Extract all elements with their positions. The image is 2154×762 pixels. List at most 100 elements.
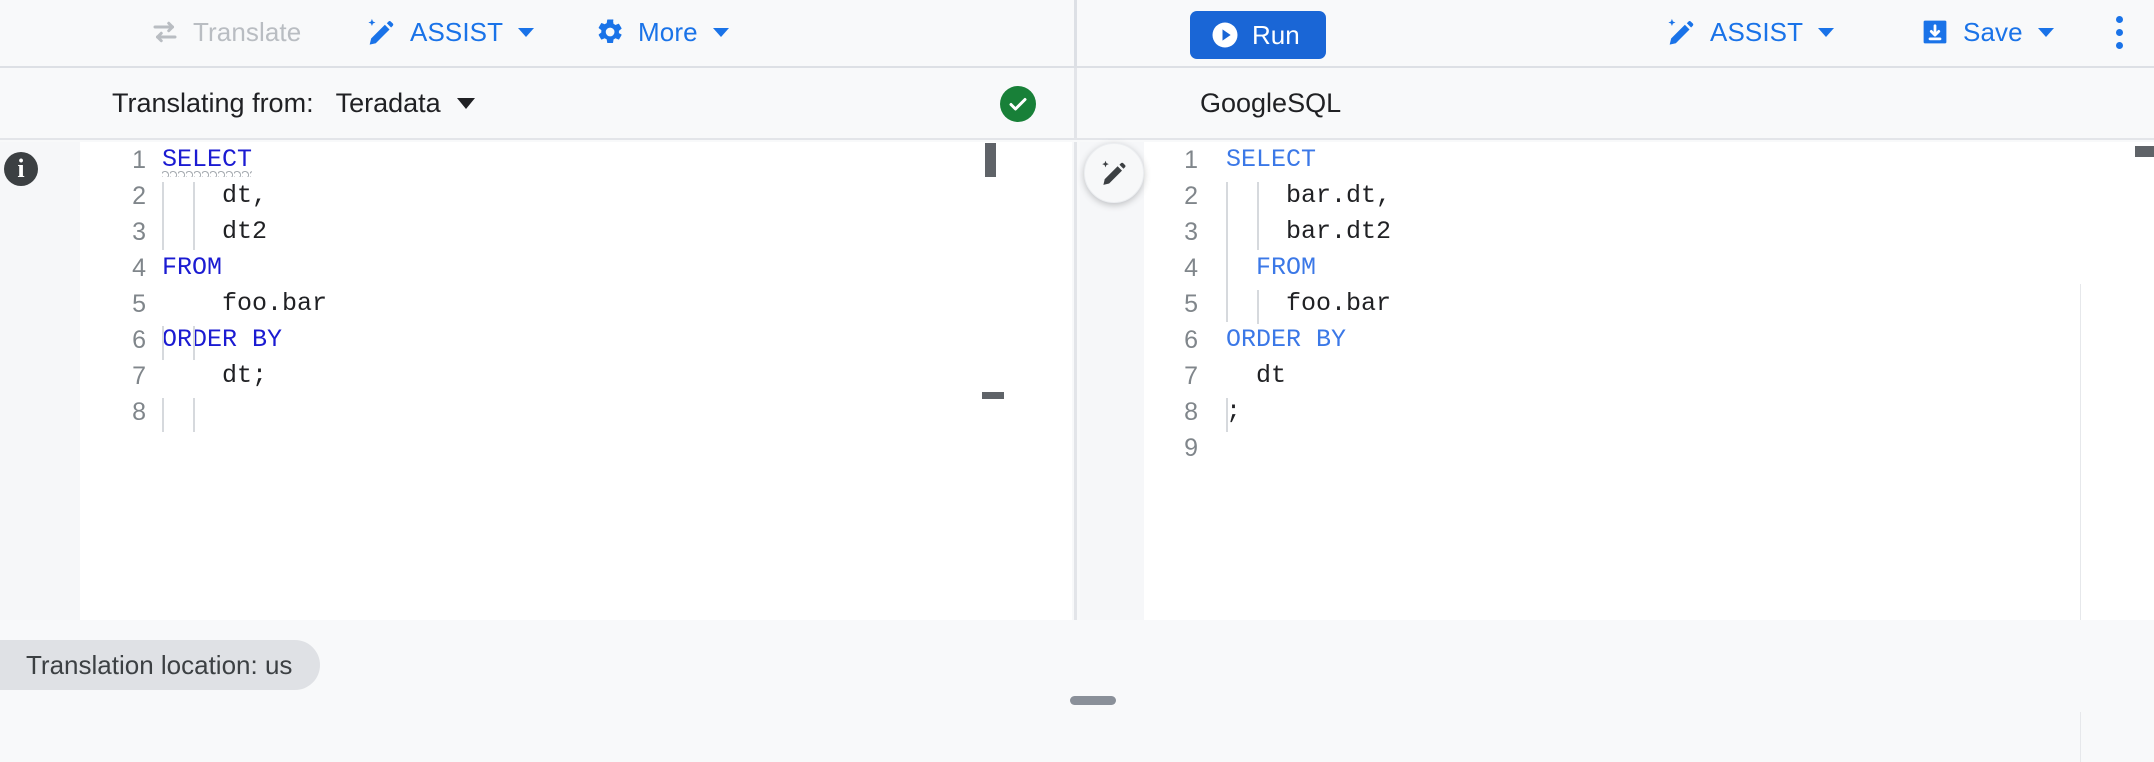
assist-button-source-label: ASSIST	[410, 16, 504, 47]
code-line: 7 dt;	[80, 358, 1072, 394]
magic-pencil-icon	[365, 16, 397, 48]
line-number: 7	[1184, 362, 1198, 390]
assist-button-source[interactable]: ASSIST	[355, 6, 544, 58]
line-number: 7	[132, 362, 146, 390]
line-number: 2	[1184, 182, 1198, 210]
subheader-divider	[1074, 68, 1077, 138]
code-line: 2 dt,	[80, 178, 1072, 214]
more-button[interactable]: More	[585, 6, 739, 58]
code-text[interactable]: bar.dt2	[1226, 217, 1392, 246]
translate-button[interactable]: Translate	[140, 6, 311, 58]
gear-icon	[595, 17, 625, 47]
more-vertical-icon[interactable]	[2095, 6, 2143, 58]
line-number: 4	[1184, 254, 1198, 282]
line-number: 8	[132, 398, 146, 426]
line-number: 6	[1184, 326, 1198, 354]
assist-button-target-label: ASSIST	[1710, 16, 1804, 47]
toolbar-divider	[1074, 0, 1077, 66]
code-line: 6 ORDER BY	[80, 322, 1072, 358]
more-button-label: More	[638, 16, 698, 47]
line-number: 6	[132, 326, 146, 354]
code-line: 7 dt	[1144, 358, 2154, 394]
line-number: 1	[132, 146, 146, 174]
save-button[interactable]: Save	[1910, 6, 2064, 58]
code-text[interactable]: dt	[1226, 361, 1287, 390]
line-number: 3	[132, 218, 146, 246]
code-text[interactable]: FROM	[162, 253, 223, 282]
code-line: 5 foo.bar	[80, 286, 1072, 322]
code-text[interactable]: FROM	[1226, 253, 1317, 282]
dialect-header: Translating from: Teradata GoogleSQL	[0, 68, 2154, 140]
code-line: 1 SELECT	[80, 142, 1072, 178]
line-number: 3	[1184, 218, 1198, 246]
indent-guide	[162, 182, 164, 250]
swap-horizontal-icon	[150, 17, 180, 47]
line-number: 4	[132, 254, 146, 282]
chevron-down-icon	[518, 27, 535, 37]
code-text[interactable]: foo.bar	[1226, 289, 1392, 318]
target-dialect-value: GoogleSQL	[1200, 87, 1342, 118]
target-vertical-scrollbar-thumb[interactable]	[2135, 146, 2154, 157]
translating-from-label: Translating from:	[112, 87, 314, 118]
code-line: 5 foo.bar	[1144, 286, 2154, 322]
line-number: 8	[1184, 398, 1198, 426]
top-toolbar: Translate ASSIST	[0, 0, 2154, 68]
magic-pencil-icon	[1102, 160, 1126, 185]
code-text[interactable]: SELECT	[1226, 145, 1317, 174]
code-line: 4 FROM	[80, 250, 1072, 286]
assist-floating-button[interactable]	[1084, 143, 1144, 203]
chevron-down-icon	[456, 97, 475, 109]
panel-resize-handle[interactable]	[1070, 696, 1116, 705]
code-text[interactable]: foo.bar	[162, 289, 328, 318]
source-dialect-value: Teradata	[335, 87, 441, 118]
source-dialect-group: Translating from: Teradata	[112, 68, 1062, 138]
indent-guide	[193, 326, 195, 360]
code-line: 8;	[1144, 394, 2154, 430]
code-text[interactable]: bar.dt,	[1226, 181, 1392, 210]
error-squiggle	[162, 170, 253, 177]
code-line: 3 dt2	[80, 214, 1072, 250]
line-number: 1	[1184, 146, 1198, 174]
source-vertical-scrollbar-thumb[interactable]	[985, 143, 996, 177]
translation-location-label: Translation location: us	[26, 649, 293, 680]
code-text[interactable]: ;	[1226, 397, 1242, 426]
source-dialect-dropdown[interactable]: Teradata	[332, 84, 479, 123]
code-text[interactable]: ORDER BY	[162, 325, 283, 354]
assist-button-target[interactable]: ASSIST	[1655, 6, 1844, 58]
code-line: 2 bar.dt,	[1144, 178, 2154, 214]
code-text[interactable]: dt;	[162, 361, 268, 390]
check-circle-icon	[1000, 86, 1036, 122]
translate-button-label: Translate	[193, 16, 302, 47]
info-icon[interactable]: i	[4, 152, 38, 186]
code-text[interactable]: dt,	[162, 181, 268, 210]
target-gutter	[1080, 142, 1144, 620]
chevron-down-icon	[1818, 27, 1835, 37]
source-gutter: i	[0, 142, 80, 620]
code-line: 3 bar.dt2	[1144, 214, 2154, 250]
line-number: 5	[132, 290, 146, 318]
run-button[interactable]: Run	[1190, 11, 1326, 59]
indent-guide	[1257, 290, 1259, 324]
magic-pencil-icon	[1665, 16, 1697, 48]
indent-guide	[193, 398, 195, 432]
editor-splitter[interactable]	[1074, 142, 1077, 620]
code-text[interactable]: dt2	[162, 217, 268, 246]
run-button-label: Run	[1252, 19, 1300, 50]
code-text[interactable]: SELECT	[162, 142, 253, 178]
target-scroll-track	[2080, 284, 2081, 762]
line-number: 2	[132, 182, 146, 210]
code-text[interactable]: ORDER BY	[1226, 325, 1347, 354]
chevron-down-icon	[2037, 27, 2054, 37]
chevron-down-icon	[712, 27, 729, 37]
code-line: 9	[1144, 430, 2154, 466]
source-horizontal-scrollbar-thumb[interactable]	[982, 392, 1004, 399]
indent-guide	[193, 182, 195, 250]
